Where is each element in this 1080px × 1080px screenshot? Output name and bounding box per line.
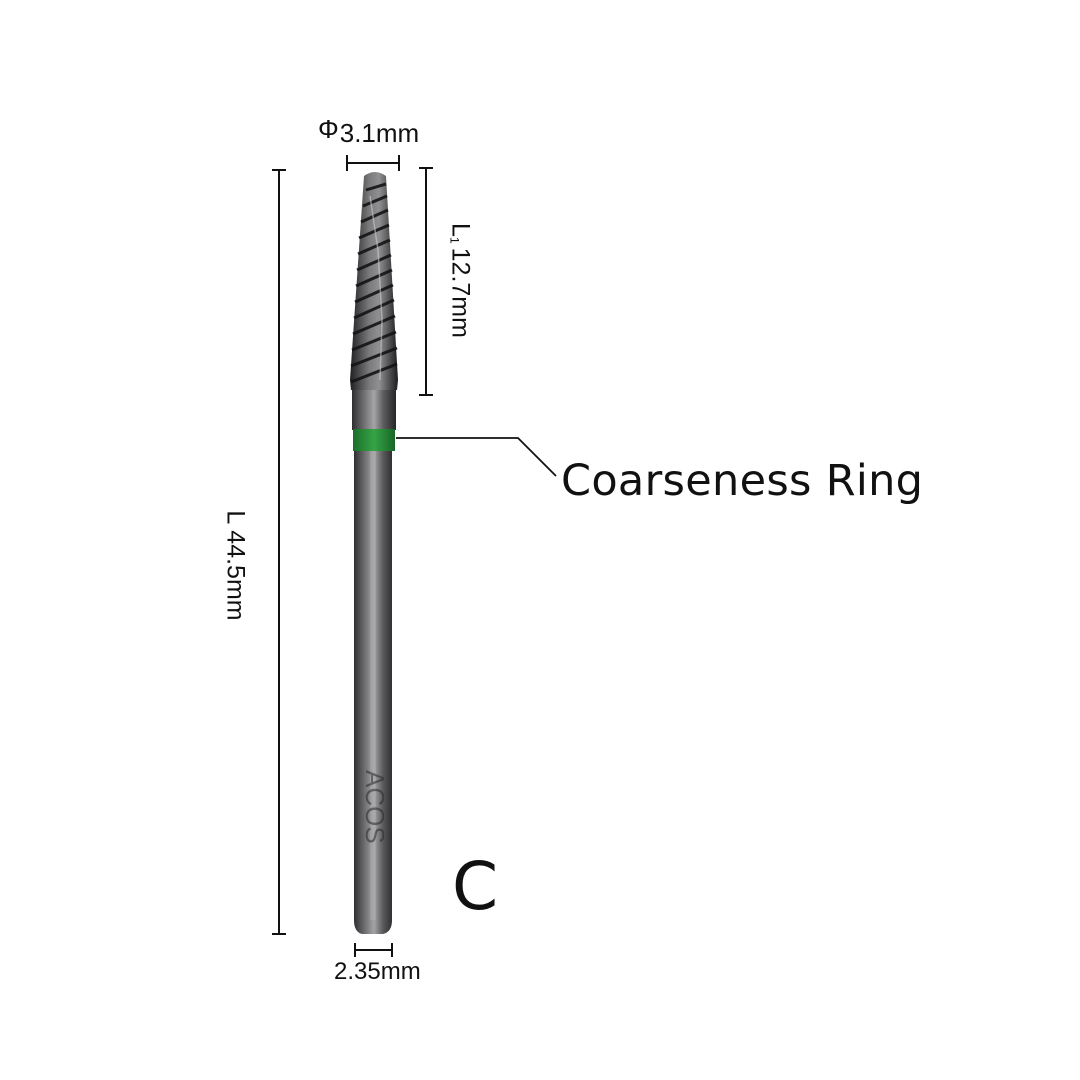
flute-highlights <box>369 195 383 381</box>
coarseness-ring-label: Coarseness Ring <box>561 456 924 506</box>
shank <box>354 392 394 934</box>
head-length-symbol: L <box>446 223 475 237</box>
shank-dimension-line <box>354 943 393 957</box>
coarseness-ring <box>353 429 395 451</box>
total-length-dimension-line <box>272 169 286 935</box>
grade-letter: C <box>452 848 499 925</box>
drill-bit: ACOS <box>350 172 398 934</box>
total-length-symbol: L <box>221 510 250 525</box>
callout-leader-line <box>396 437 557 477</box>
shank-highlight <box>370 450 376 920</box>
shank-diameter-label: 2.35mm <box>334 958 421 985</box>
diameter-dimension-line <box>346 155 400 171</box>
total-length-value: 44.5mm <box>221 530 250 621</box>
engraving-text: ACOS <box>360 770 390 844</box>
head-length-value: 12.7mm <box>446 247 475 338</box>
head-diameter-value: 3.1mm <box>339 118 420 148</box>
neck <box>352 386 396 430</box>
head-diameter-label: Φ3.1mm <box>318 114 420 149</box>
head-length-dimension-line <box>419 167 433 396</box>
head-length-subscript: 1 <box>447 236 462 244</box>
flutes <box>350 182 398 384</box>
head-length-label: L1 12.7mm <box>446 211 475 351</box>
total-length-label: L 44.5mm <box>221 491 250 641</box>
phi-symbol: Φ <box>318 114 339 144</box>
